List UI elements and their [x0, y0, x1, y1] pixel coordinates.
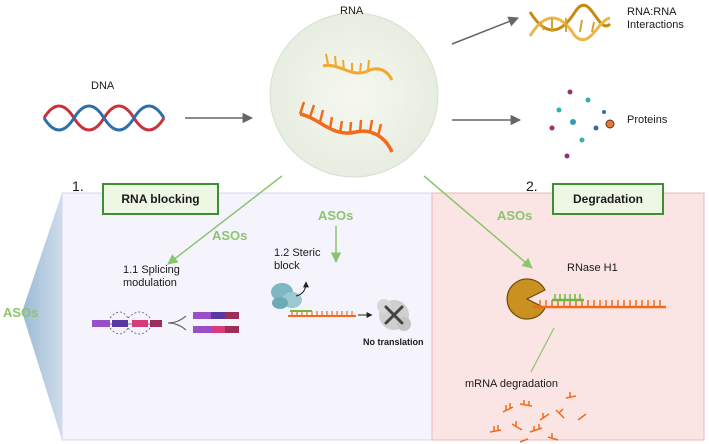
proteins-label: Proteins	[627, 114, 668, 126]
ribosome-icon	[271, 283, 302, 309]
rna-fragments-icon	[489, 392, 587, 443]
aso-degradation-arrow	[423, 175, 533, 269]
rnase-pacman-icon	[506, 278, 546, 320]
splicing-graphic	[92, 311, 239, 335]
mrna-degradation-line	[530, 327, 555, 373]
asos-side-label: ASOs	[3, 305, 39, 320]
step-1-number: 1.	[72, 178, 84, 194]
no-translation-label: No translation	[363, 337, 424, 347]
ribosome-arrow	[295, 281, 309, 297]
step-2-number: 2.	[526, 178, 538, 194]
asos-steric-label: ASOs	[318, 208, 354, 223]
rna-duplex-icon	[528, 3, 612, 41]
aso-wedge	[22, 193, 62, 440]
asos-splicing-label: ASOs	[212, 228, 248, 243]
degradation-box: Degradation	[552, 183, 664, 215]
rna-to-duplex-arrow	[451, 16, 519, 45]
rna-icon	[298, 53, 394, 153]
rna-label: RNA	[340, 5, 364, 17]
dna-helix-icon	[42, 104, 166, 132]
mrna-degradation-label: mRNA degradation	[465, 378, 558, 390]
rna-blocking-box: RNA blocking	[102, 183, 219, 215]
asos-degradation-label: ASOs	[497, 208, 533, 223]
rna-rna-interactions-label: RNA:RNA Interactions	[627, 6, 684, 31]
dna-label: DNA	[91, 80, 115, 92]
steric-mrna-strand	[288, 310, 356, 317]
splicing-modulation-label: 1.1 Splicing modulation	[123, 264, 180, 289]
blocked-icon	[377, 299, 411, 331]
steric-block-label: 1.2 Steric block	[274, 247, 321, 272]
aso-splicing-arrow	[167, 175, 283, 265]
rna-cell	[269, 12, 439, 178]
rnase-h1-label: RNase H1	[567, 262, 618, 274]
protein-dots-icon	[549, 89, 615, 159]
degradation-panel	[431, 192, 705, 441]
rnase-mrna-strand	[533, 294, 666, 309]
